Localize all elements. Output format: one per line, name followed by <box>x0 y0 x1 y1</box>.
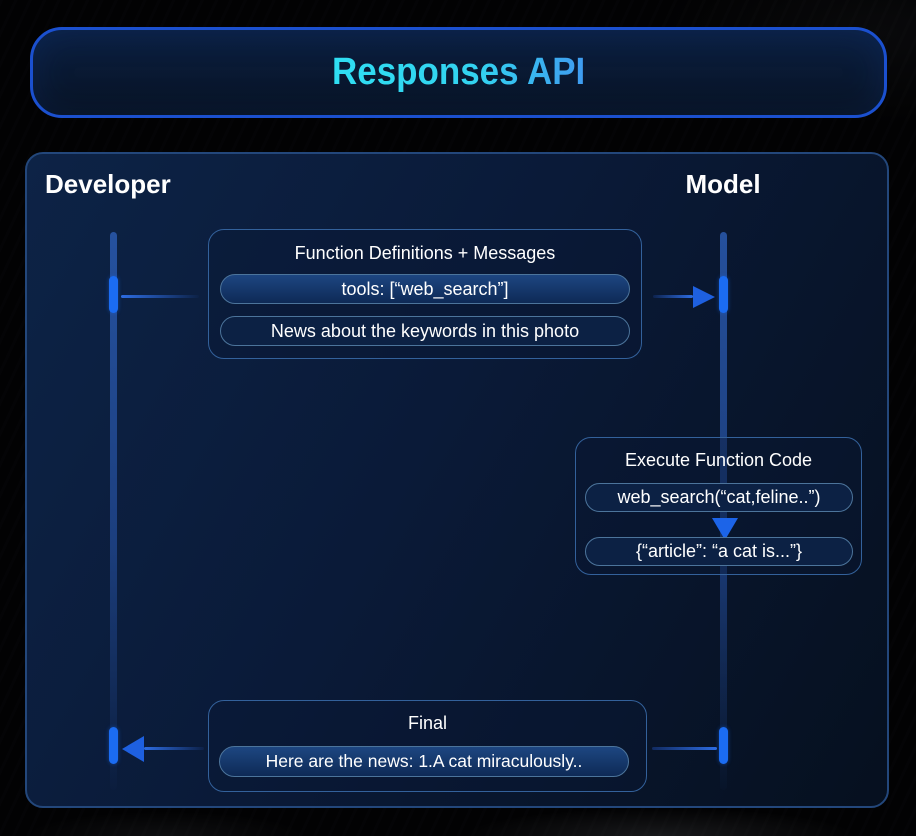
execute-function-title: Execute Function Code <box>624 450 813 470</box>
web-search-call-pill: web_search(“cat,feline..”) <box>585 483 853 512</box>
message-line-request-left <box>121 295 199 298</box>
function-definitions-box: Function Definitions + Messages tools: [… <box>208 229 642 359</box>
actor-label-developer: Developer <box>45 169 171 199</box>
message-line-request-right <box>653 295 693 298</box>
activation-bar-developer-top <box>109 276 118 313</box>
final-answer-pill: Here are the news: 1.A cat miraculously.… <box>219 746 629 777</box>
final-box: Final Here are the news: 1.A cat miracul… <box>208 700 647 792</box>
activation-bar-model-bottom <box>719 727 728 764</box>
execute-function-box: Execute Function Code web_search(“cat,fe… <box>575 437 862 575</box>
title-banner: Responses API <box>30 27 887 118</box>
article-result-pill: {“article”: “a cat is...”} <box>585 537 853 566</box>
lifeline-developer <box>110 232 117 790</box>
message-line-response-right <box>652 747 717 750</box>
message-pill: News about the keywords in this photo <box>220 316 630 346</box>
function-definitions-title: Function Definitions + Messages <box>294 243 556 263</box>
message-line-response-left <box>144 747 204 750</box>
final-title: Final <box>407 713 447 733</box>
page-title: Responses API <box>331 51 586 93</box>
arrow-down-icon <box>712 518 738 540</box>
sequence-panel <box>25 152 889 808</box>
actor-label-model: Model <box>685 169 761 199</box>
tools-pill: tools: [“web_search”] <box>220 274 630 304</box>
activation-bar-model-top <box>719 276 728 313</box>
arrow-right-icon <box>693 285 715 308</box>
arrow-left-icon <box>122 735 144 762</box>
activation-bar-developer-bottom <box>109 727 118 764</box>
